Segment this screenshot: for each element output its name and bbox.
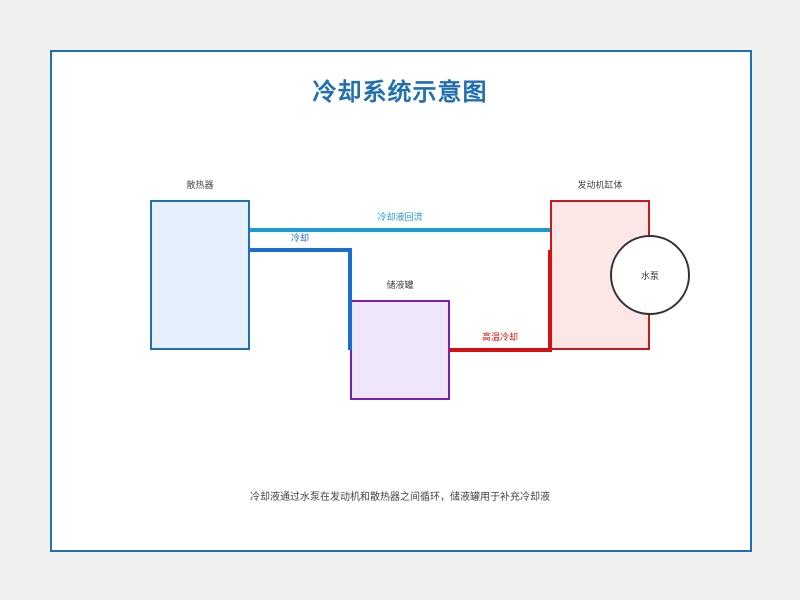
reservoir-box xyxy=(350,300,450,400)
engine-block-label: 发动机缸体 xyxy=(577,181,623,191)
hot-flow-line-vertical xyxy=(548,250,552,352)
radiator-label: 散热器 xyxy=(186,181,214,191)
hot-flow-label: 高温冷却 xyxy=(481,333,518,343)
hot-flow-line-horizontal xyxy=(450,348,552,352)
radiator-box xyxy=(150,200,250,350)
diagram-footnote: 冷却液通过水泵在发动机和散热器之间循环，储液罐用于补充冷却液 xyxy=(250,492,550,503)
water-pump-circle: 水泵 xyxy=(610,235,690,315)
return-flow-label: 冷却液回流 xyxy=(377,213,423,223)
diagram-title: 冷却系统示意图 xyxy=(312,78,488,106)
cool-flow-line-vertical xyxy=(348,248,352,350)
cool-flow-label: 冷却 xyxy=(290,234,309,244)
water-pump-label: 水泵 xyxy=(640,271,659,282)
return-flow-line xyxy=(250,228,550,232)
cool-flow-line-horizontal xyxy=(250,248,352,252)
reservoir-label: 储液罐 xyxy=(386,281,414,291)
